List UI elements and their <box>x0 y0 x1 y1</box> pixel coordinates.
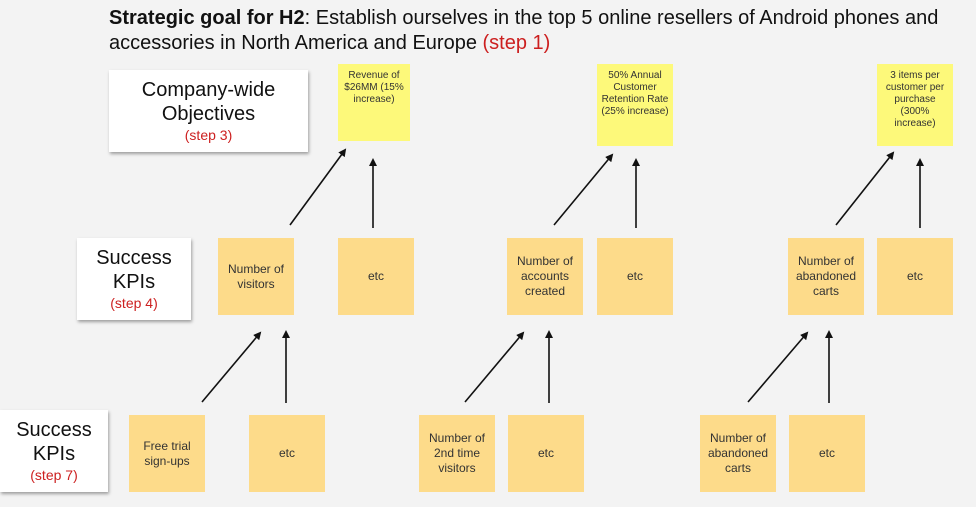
goal-step: (step 1) <box>482 32 551 54</box>
goal-label: Strategic goal for H2 <box>109 7 305 29</box>
arrow-carts-bottom-to-carts <box>747 331 809 403</box>
objectives-step: (step 3) <box>184 127 233 143</box>
kpi-note-etc-4: etc <box>249 415 325 492</box>
arrow-visitors-to-revenue <box>289 148 347 226</box>
kpi-note-free-trial: Free trial sign-ups <box>129 415 205 492</box>
kpi-note-etc-6: etc <box>789 415 865 492</box>
kpis-bottom-level-card: Success KPIs (step 7) <box>0 410 108 492</box>
kpis-top-title-line1: Success <box>96 247 172 269</box>
objectives-title-line1: Company-wide <box>141 79 276 101</box>
kpi-note-etc-1: etc <box>338 238 414 315</box>
arrow-accounts-to-retention <box>553 153 614 226</box>
kpi-note-etc-2: etc <box>597 238 673 315</box>
arrow-2nd-visitors-to-accounts <box>464 331 525 403</box>
objectives-title-line2: Objectives <box>161 103 256 125</box>
kpi-note-accounts-created: Number of accounts created <box>507 238 583 315</box>
kpis-bottom-step: (step 7) <box>30 467 78 483</box>
kpis-top-step: (step 4) <box>110 295 158 311</box>
strategic-goal: Strategic goal for H2: Establish ourselv… <box>109 6 969 56</box>
kpi-note-2nd-time-visitors: Number of 2nd time visitors <box>419 415 495 492</box>
arrow-free-trial-to-visitors <box>201 331 262 403</box>
kpis-top-title-line2: KPIs <box>112 271 156 293</box>
kpi-note-abandoned-carts: Number of abandoned carts <box>788 238 864 315</box>
objective-note-revenue: Revenue of $26MM (15% increase) <box>338 64 410 141</box>
objective-note-retention: 50% Annual Customer Retention Rate (25% … <box>597 64 673 146</box>
kpi-note-abandoned-carts-bottom: Number of abandoned carts <box>700 415 776 492</box>
kpi-note-etc-3: etc <box>877 238 953 315</box>
kpis-top-level-card: Success KPIs (step 4) <box>77 238 191 320</box>
objectives-level-card: Company-wide Objectives (step 3) <box>109 70 308 152</box>
kpi-note-visitors: Number of visitors <box>218 238 294 315</box>
kpis-bottom-title-line1: Success <box>16 419 92 441</box>
goal-text: : Establish ourselves in the top 5 onlin… <box>109 7 939 54</box>
objective-note-items-per-purchase: 3 items per customer per purchase (300% … <box>877 64 953 146</box>
kpis-bottom-title-line2: KPIs <box>32 443 76 465</box>
kpi-note-etc-5: etc <box>508 415 584 492</box>
arrow-carts-to-items <box>835 151 895 226</box>
